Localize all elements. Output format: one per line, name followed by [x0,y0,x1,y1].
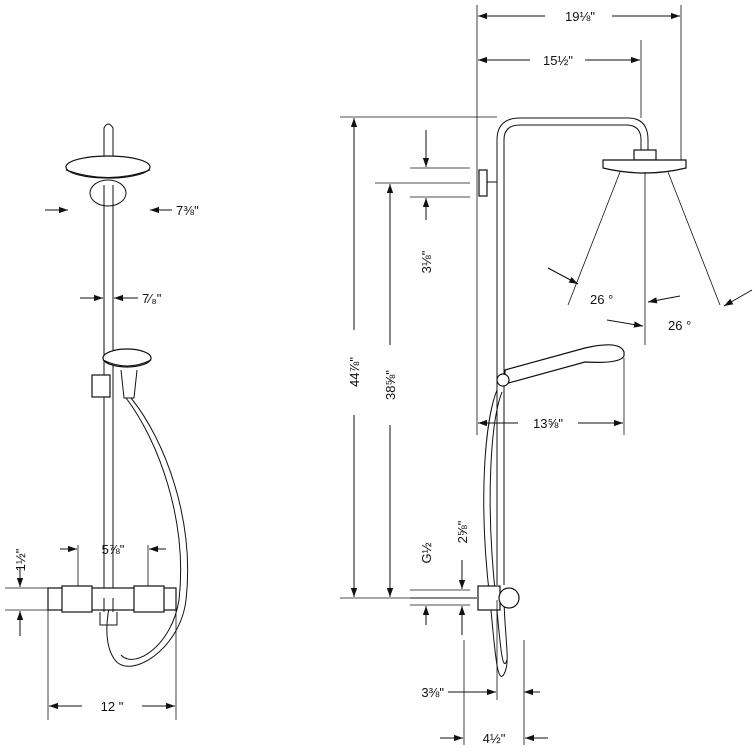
arm-length-label: 15½" [543,53,573,68]
connection-thread-label: G½ [419,542,434,563]
arm-length-total-label: 19⅛" [565,9,595,24]
hand-shower-side [496,344,625,387]
valve-drop-label: 2⅝" [455,520,470,543]
bracket-offset-label: 3⅛" [419,250,434,273]
thermostat-height-label: 1½" [13,548,28,571]
thermostat-body [47,585,177,626]
front-view: 7⅜" 7⁄₈" 5⅞" 1½" 12 " [5,123,199,720]
total-height-label: 44⅞" [347,357,362,387]
overhead-shower-head-side [602,149,687,174]
head-width-label: 7⅜" [176,203,199,218]
height-to-bracket-label: 38⅝" [383,370,398,400]
wall-offset-label: 3⅜" [421,685,444,700]
inlet-spacing-label: 5⅞" [102,542,125,557]
hand-shower [91,348,152,399]
pipe-diameter-label: 7⁄₈" [142,291,162,306]
spray-angle-left-label: 26 ° [590,292,613,307]
thermostat-side [410,585,520,611]
total-width-label: 12 " [101,699,124,714]
spray-angle-right-label: 26 ° [668,318,691,333]
side-view: 19⅛" 15½" 44⅞" 38⅝" 3⅛" 26 ° 26 ° 13⅝" G… [340,5,753,746]
overhead-shower-head [65,155,151,207]
valve-depth-label: 4½" [483,731,506,746]
hand-shower-length-label: 13⅝" [533,416,563,431]
